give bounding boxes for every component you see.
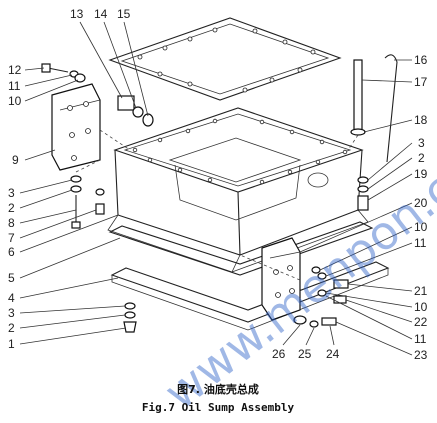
callout-10b: 10 [414, 220, 428, 234]
callout-3c: 3 [418, 136, 425, 150]
callout-2b: 2 [8, 321, 15, 335]
drain-fittings [293, 266, 349, 328]
callout-24: 24 [326, 347, 340, 361]
callout-1: 1 [8, 337, 15, 351]
callout-11c: 11 [414, 332, 427, 346]
callout-11b: 11 [414, 236, 427, 250]
caption-english: Fig.7 Oil Sump Assembly [142, 401, 295, 414]
dipstick-assembly [350, 54, 398, 211]
callout-20: 20 [414, 196, 428, 210]
callouts-top: 13 14 15 [70, 7, 131, 21]
callout-4: 4 [8, 291, 15, 305]
side-cover [261, 237, 301, 321]
callout-6: 6 [8, 245, 15, 259]
callout-18: 18 [414, 113, 428, 127]
callout-21: 21 [414, 284, 428, 298]
callout-12: 12 [8, 63, 22, 77]
caption-chinese: 图7. 油底壳总成 [177, 382, 259, 396]
side-plate [51, 83, 101, 171]
callout-3: 3 [8, 186, 15, 200]
callouts-left: 12 11 10 9 3 2 8 7 6 5 4 3 2 1 [8, 63, 22, 351]
leader-lines [19, 21, 413, 356]
callout-17: 17 [414, 75, 428, 89]
callout-2: 2 [8, 201, 15, 215]
lower-gasket [108, 221, 390, 331]
callout-5: 5 [8, 271, 15, 285]
callout-10c: 10 [414, 300, 428, 314]
callout-7: 7 [8, 231, 15, 245]
sensor-fitting [117, 95, 154, 127]
callout-22: 22 [414, 315, 428, 329]
callout-25: 25 [298, 347, 312, 361]
callout-13: 13 [70, 7, 84, 21]
callout-9: 9 [12, 153, 19, 167]
callout-3b: 3 [8, 306, 15, 320]
left-fasteners [41, 63, 137, 333]
callout-19: 19 [414, 167, 428, 181]
callout-11: 11 [8, 79, 21, 93]
callout-2c: 2 [418, 151, 425, 165]
watermark: www.menpon.cc [154, 145, 437, 420]
top-gasket [108, 17, 342, 101]
callout-10: 10 [8, 94, 22, 108]
callout-23: 23 [414, 348, 428, 362]
callout-15: 15 [117, 7, 131, 21]
callout-26: 26 [272, 347, 286, 361]
callouts-right: 16 17 18 3 2 19 20 10 11 21 10 22 11 23 [414, 53, 428, 362]
callout-16: 16 [414, 53, 428, 67]
callout-8: 8 [8, 216, 15, 230]
callouts-bottom: 26 25 24 [272, 347, 340, 361]
sump-body [107, 107, 369, 273]
callout-14: 14 [94, 7, 108, 21]
